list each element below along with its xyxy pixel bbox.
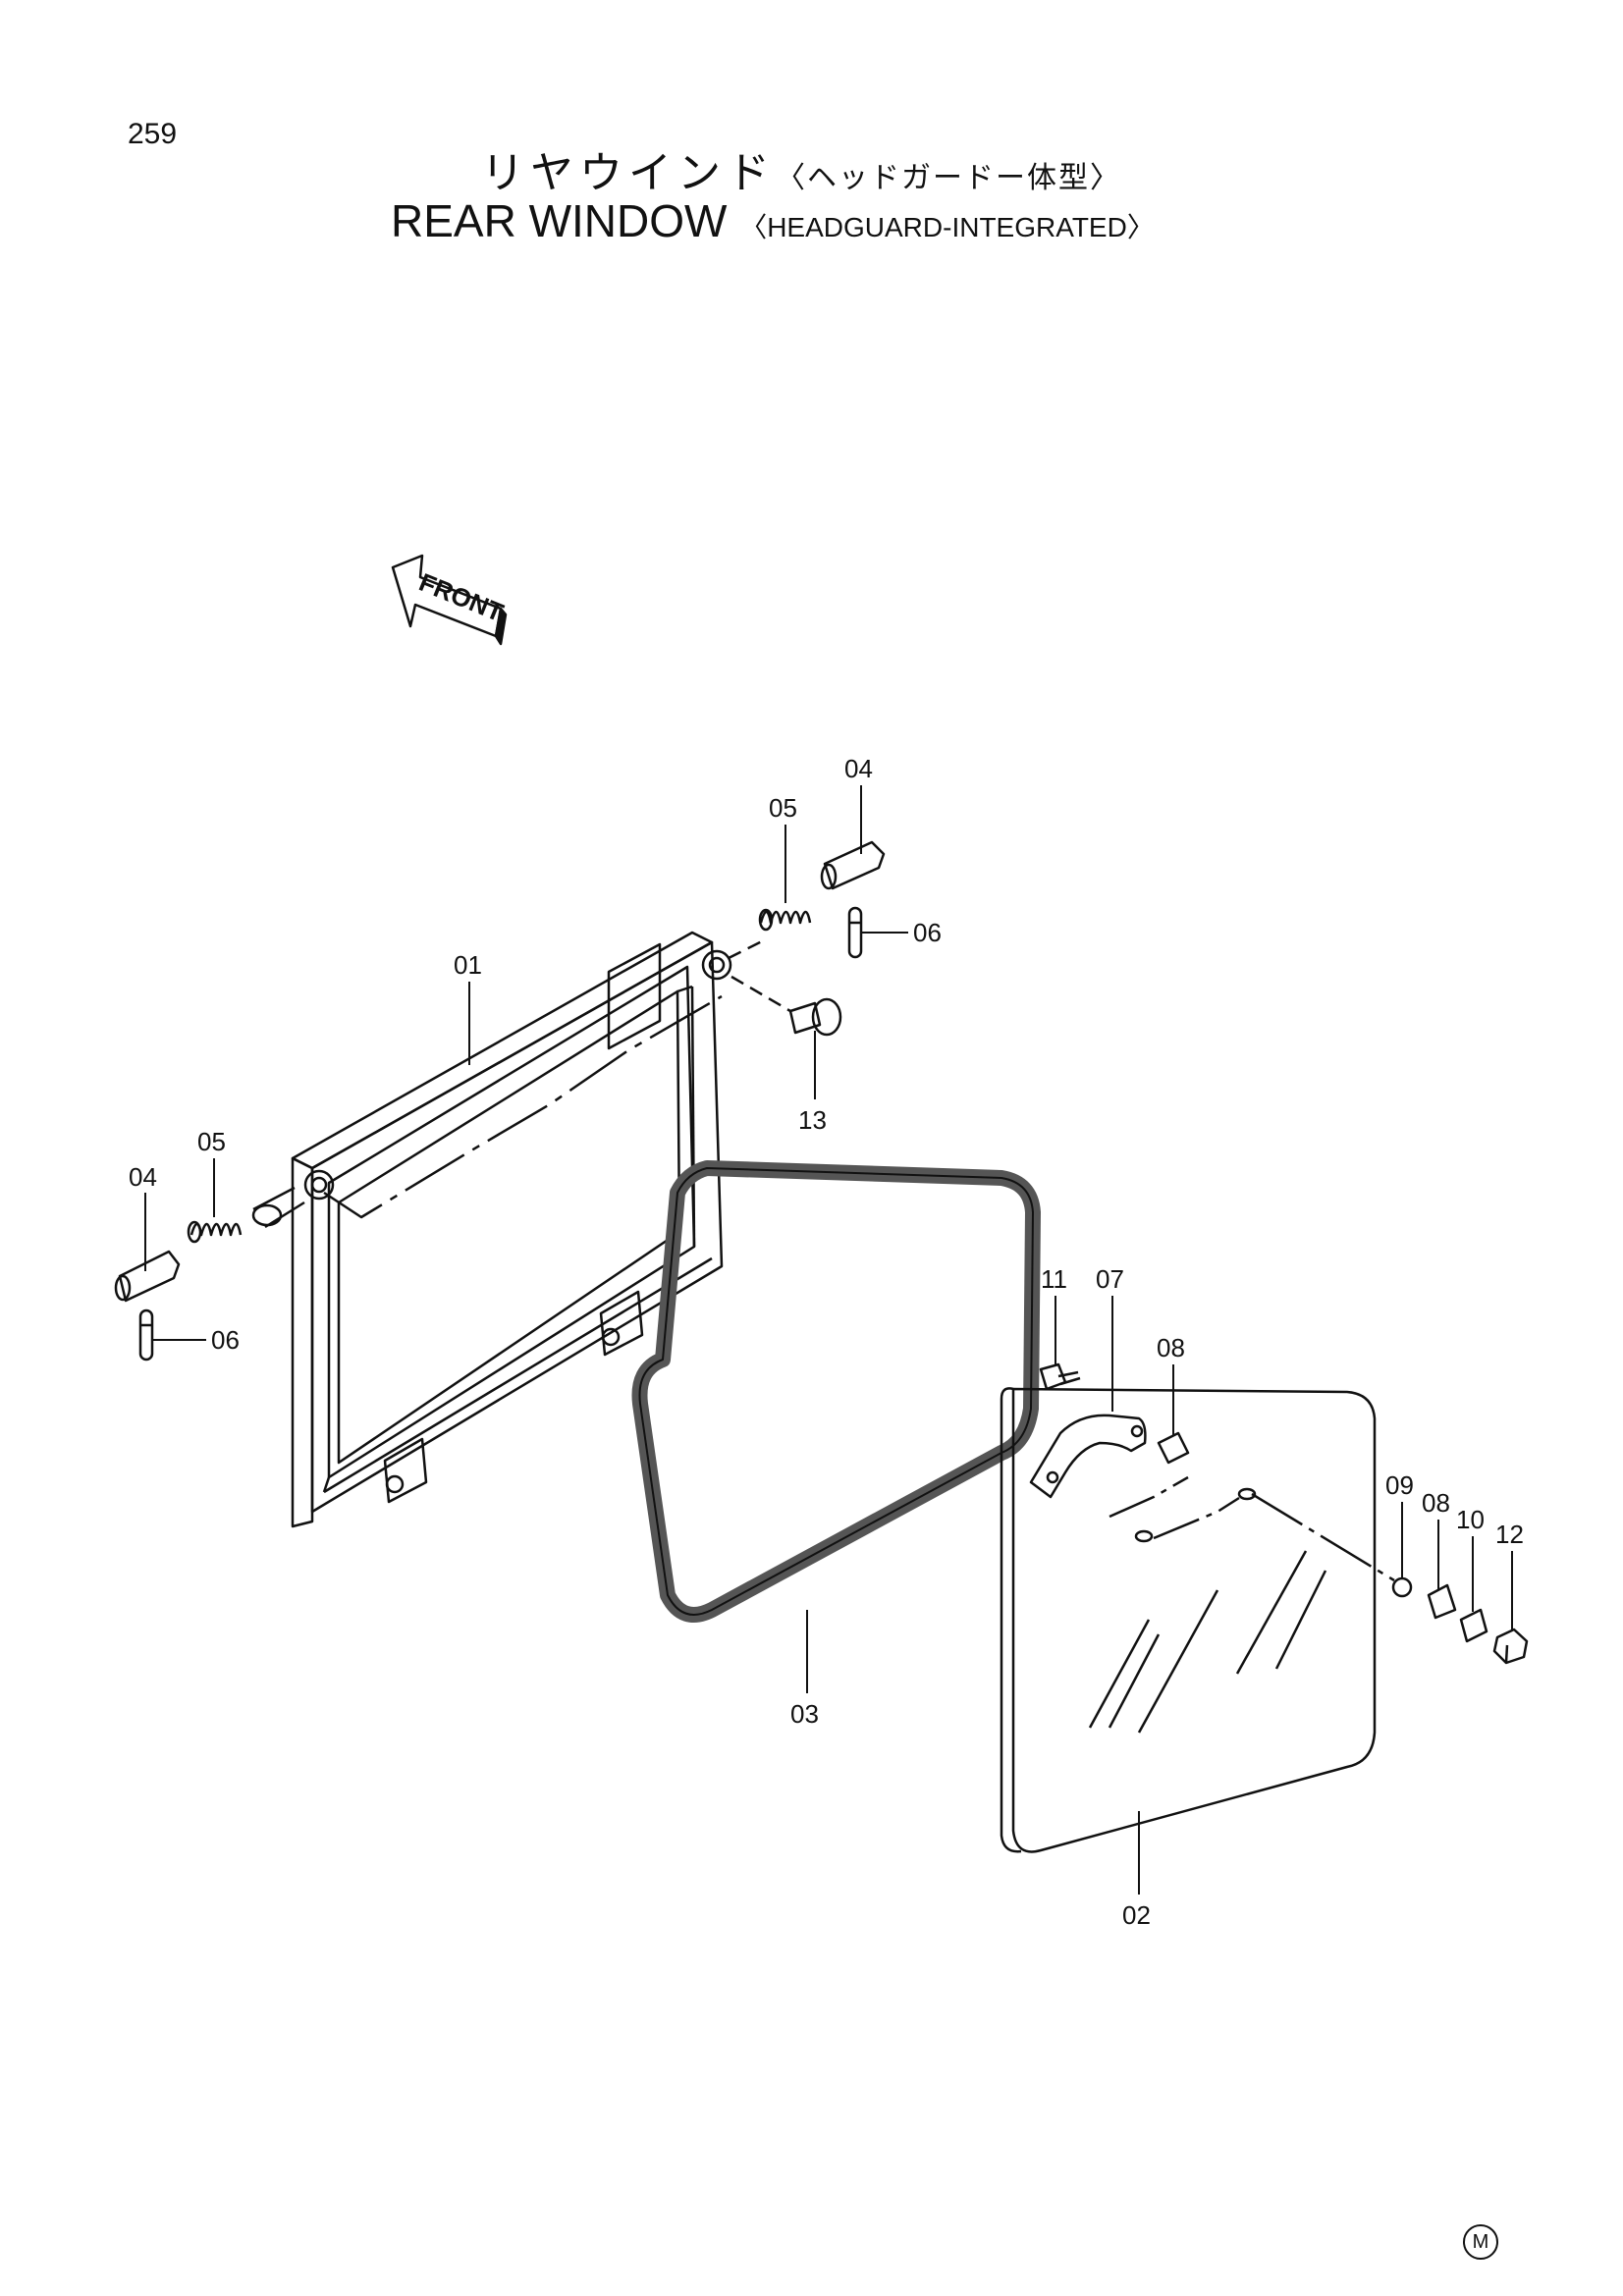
rubber-08-upper: [1157, 1431, 1190, 1465]
title-japanese: リヤウインド〈ヘッドガードー体型〉: [481, 137, 1121, 200]
callout-13: 13: [798, 1105, 827, 1135]
callout-05-lower: 05: [197, 1127, 226, 1156]
nut-09: [1391, 1576, 1413, 1598]
title-jp-sub: 〈ヘッドガードー体型〉: [776, 161, 1121, 195]
pin-04-upper: [820, 840, 886, 890]
manufacturer-mark: M: [1463, 2224, 1498, 2260]
callout-07: 07: [1096, 1264, 1124, 1294]
page-number: 259: [128, 118, 178, 150]
callout-02: 02: [1122, 1900, 1151, 1930]
window-glass-02: [1000, 1387, 1377, 1853]
callout-06-lower: 06: [211, 1325, 240, 1355]
callout-04-lower: 04: [129, 1162, 157, 1192]
callout-08-lower: 08: [1422, 1488, 1450, 1518]
callout-10: 10: [1456, 1505, 1485, 1534]
title-jp-main: リヤウインド: [481, 148, 776, 198]
door-frame-01: [251, 931, 732, 1528]
pin-06-upper: [847, 906, 863, 959]
front-arrow-icon: [391, 554, 508, 646]
callout-03: 03: [790, 1699, 819, 1729]
callout-12: 12: [1495, 1520, 1524, 1549]
title-en-sub: 〈HEADGUARD-INTEGRATED〉: [739, 212, 1155, 242]
callout-01: 01: [454, 950, 482, 980]
callout-09: 09: [1385, 1470, 1414, 1500]
title-en-main: REAR WINDOW: [391, 195, 728, 246]
callout-04-upper: 04: [844, 754, 873, 783]
window-seal-03: [631, 1160, 1041, 1623]
callout-05-upper: 05: [769, 793, 797, 823]
callout-06-upper: 06: [913, 918, 942, 947]
screw-11: [1039, 1362, 1081, 1391]
callout-11: 11: [1041, 1264, 1067, 1294]
cap-nut-12: [1492, 1628, 1529, 1665]
spring-05-upper: [758, 908, 812, 932]
pin-06-lower: [138, 1308, 154, 1362]
spring-05-lower: [187, 1220, 243, 1244]
knob-13: [788, 997, 842, 1037]
title-english: REAR WINDOW 〈HEADGUARD-INTEGRATED〉: [391, 194, 1155, 247]
washer-10: [1459, 1608, 1488, 1643]
pin-04-lower: [114, 1250, 181, 1303]
callout-08-upper: 08: [1157, 1333, 1185, 1362]
handle-07: [1029, 1414, 1147, 1499]
rubber-08-lower: [1427, 1583, 1457, 1620]
